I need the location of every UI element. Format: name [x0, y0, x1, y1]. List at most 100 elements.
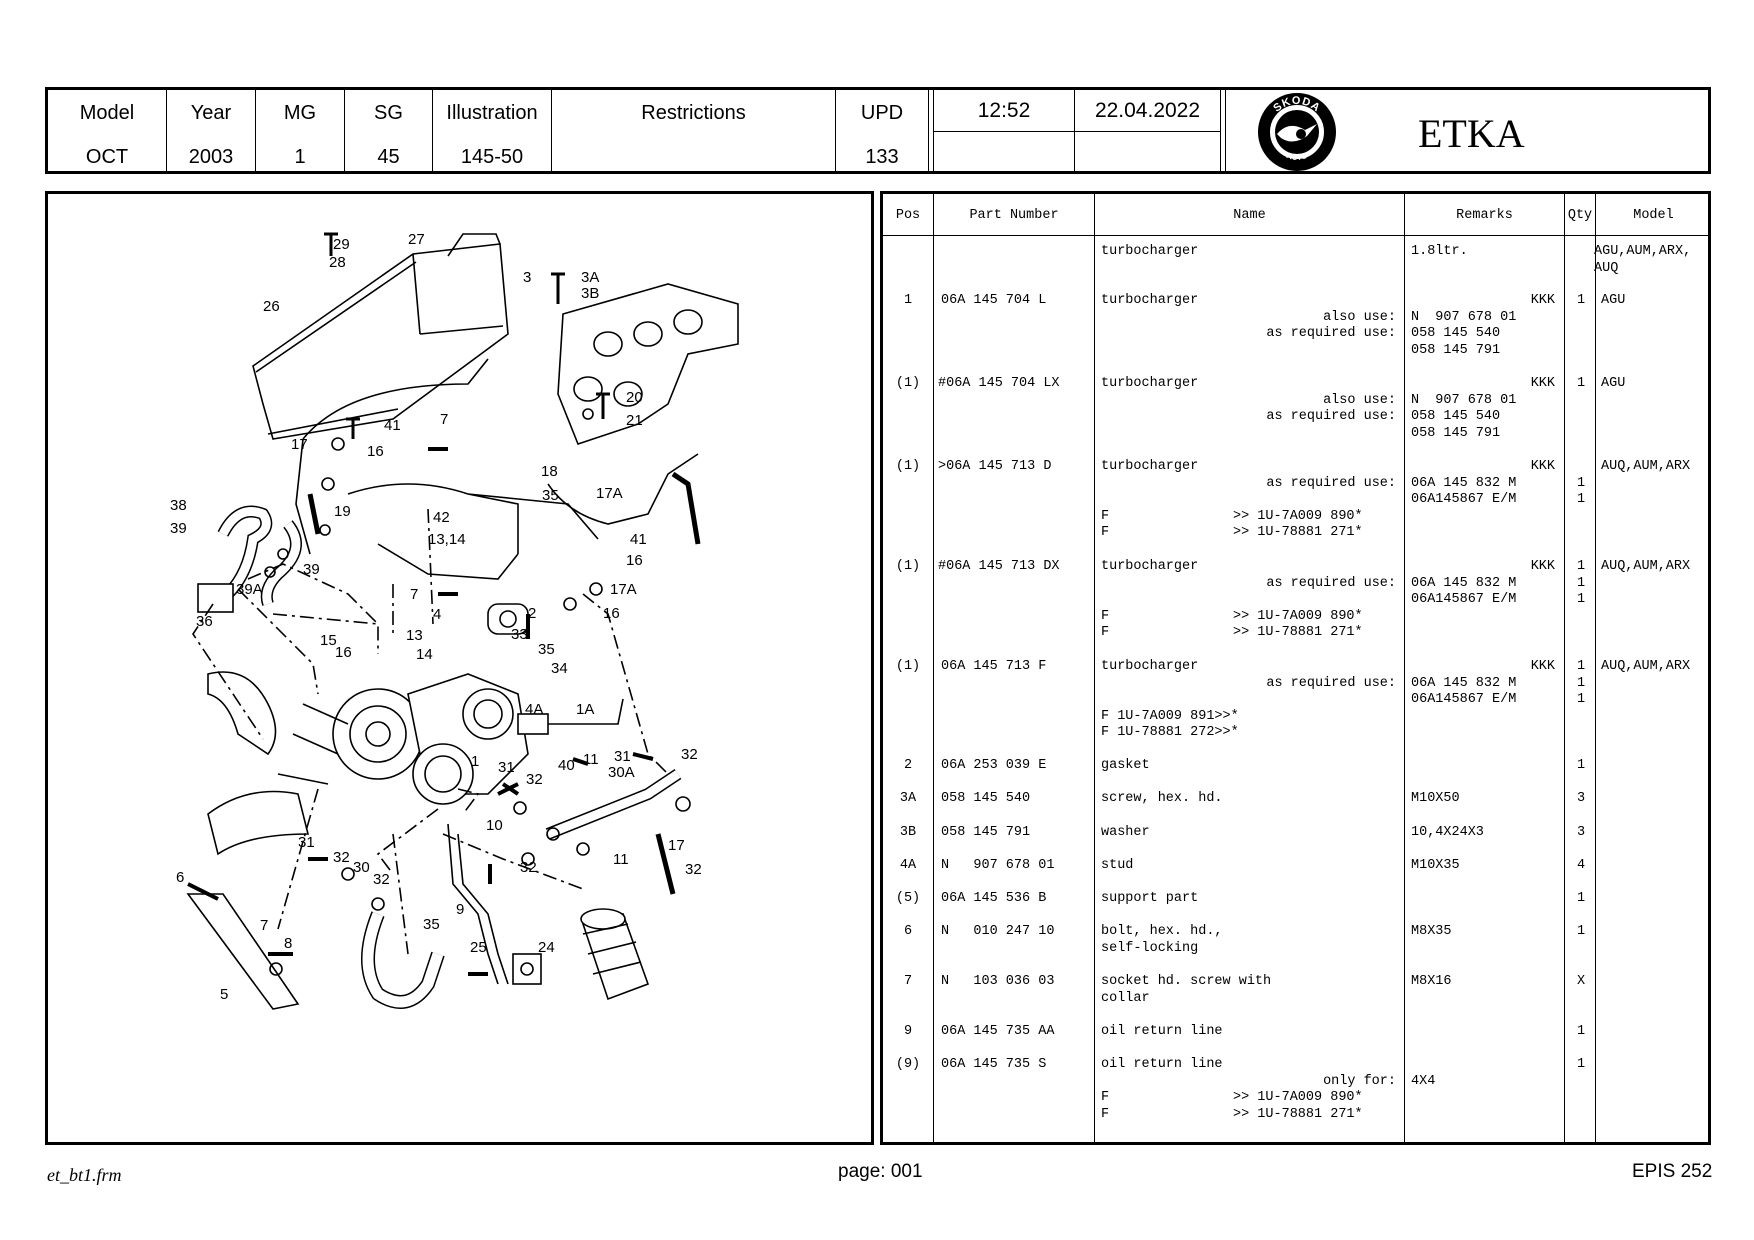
part-remarks: 1.8ltr. [1411, 244, 1468, 259]
part-number: 058 145 540 [941, 791, 1031, 806]
callout-label: 7 [260, 917, 268, 934]
part-pos: (5) [895, 891, 921, 906]
header-sg-cell: SG 45 [345, 90, 433, 171]
header-label: UPD [860, 102, 904, 124]
callout-label: 3 [523, 269, 531, 286]
part-name: oil return line [1101, 1024, 1223, 1039]
sub-value: N 907 678 01 [1411, 392, 1517, 408]
callout-label: 7 [440, 411, 448, 428]
callout-label: 3B [581, 285, 599, 302]
skoda-logo-icon: SKODA AUTO [1258, 93, 1336, 171]
part-code: KKK [1530, 459, 1555, 474]
header-date-cell: 22.04.2022 [1075, 90, 1221, 171]
callout-label: 21 [626, 412, 643, 429]
callout-label: 16 [367, 443, 384, 460]
part-remarks: M10X50 [1411, 791, 1460, 806]
callout-label: 9 [456, 901, 464, 918]
column-header-model: Model [1633, 208, 1674, 223]
header-label: SG [374, 102, 403, 124]
part-name: oil return line [1101, 1057, 1223, 1072]
callout-label: 3A [581, 269, 599, 286]
sub-value: 06A145867 E/M [1411, 692, 1517, 707]
note-flag: F [1101, 1106, 1110, 1122]
part-code: KKK [1530, 659, 1555, 674]
callout-label: 28 [329, 254, 346, 271]
note-text: F 1U-7A009 891>>* [1101, 708, 1239, 724]
part-name: screw, hex. hd. [1101, 791, 1223, 806]
part-pos: 9 [903, 1024, 913, 1039]
header-time: 12:52 [934, 90, 1074, 132]
callout-label: 16 [335, 644, 352, 661]
app-name: ETKA [1418, 111, 1525, 156]
callout-label: 11 [613, 851, 629, 868]
callout-label: 13 [406, 627, 423, 644]
callout-label: 7 [410, 586, 418, 603]
part-number: #06A 145 713 DX [938, 559, 1060, 574]
part-name: turbocharger [1101, 376, 1199, 391]
part-pos: 3B [899, 825, 917, 840]
sub-label: as required use: [1266, 409, 1396, 424]
svg-text:SKODA: SKODA [1271, 95, 1322, 115]
part-name: support part [1101, 891, 1199, 906]
callout-label: 25 [470, 939, 487, 956]
callout-label: 17 [291, 436, 308, 453]
callout-label: 31 [614, 748, 631, 765]
sub-qty: 1 [1576, 692, 1586, 707]
header-divider [1221, 90, 1226, 171]
column-header-part-number: Part Number [969, 208, 1059, 223]
callout-label: 32 [526, 771, 543, 788]
callout-label: 32 [520, 859, 537, 876]
header-value: 1 [294, 146, 306, 168]
part-pos: 3A [899, 791, 917, 806]
callout-label: 34 [551, 660, 568, 677]
part-number: N 907 678 01 [941, 858, 1055, 873]
column-divider [1595, 194, 1596, 1142]
callout-label: 2 [528, 605, 536, 622]
sub-value: 06A145867 E/M [1411, 492, 1517, 507]
part-qty: 1 [1576, 293, 1586, 308]
callout-label: 40 [558, 757, 575, 774]
note-flag: F [1101, 1090, 1110, 1105]
header-model-cell: Model OCT [48, 90, 167, 171]
callout-label: 18 [541, 463, 558, 480]
sub-value: 4X4 [1411, 1073, 1436, 1089]
sub-label: as required use: [1266, 675, 1396, 691]
header-year-cell: Year 2003 [167, 90, 256, 171]
part-name: stud [1101, 858, 1134, 873]
callout-label: 17A [596, 485, 623, 502]
part-qty: 1 [1576, 758, 1586, 773]
callout-label: 6 [176, 869, 184, 886]
callout-label: 35 [423, 916, 440, 933]
part-name-cont: collar [1101, 990, 1150, 1006]
sub-value: 058 145 791 [1411, 425, 1501, 441]
sub-label: as required use: [1266, 326, 1396, 341]
part-pos: (9) [895, 1057, 921, 1072]
sub-qty: 1 [1576, 675, 1586, 691]
callout-label: 27 [408, 231, 425, 248]
callout-label: 1A [576, 701, 594, 718]
part-model: AUQ,AUM,ARX [1601, 659, 1691, 674]
part-number: 06A 145 536 B [941, 891, 1047, 906]
sub-label: as required use: [1266, 475, 1396, 491]
part-qty: 1 [1576, 1057, 1586, 1072]
callout-label: 32 [373, 871, 390, 888]
column-divider [933, 194, 934, 1142]
part-number: 058 145 791 [941, 825, 1031, 840]
header-illustration-cell: Illustration 145-50 [433, 90, 552, 171]
header-value: 2003 [188, 146, 234, 168]
note-value: >> 1U-7A009 890* [1233, 1090, 1363, 1105]
header-date: 22.04.2022 [1075, 90, 1220, 132]
page-number: page: 001 [838, 1161, 923, 1182]
header-label: Year [190, 102, 232, 124]
logo-text-bottom: AUTO [1285, 151, 1308, 162]
logo-text-top: SKODA [1271, 95, 1321, 115]
sub-value: 058 145 540 [1411, 326, 1501, 341]
callout-label: 4A [525, 701, 543, 718]
header-divider [883, 235, 1708, 236]
part-name: turbocharger [1101, 293, 1199, 308]
part-model: AUQ,AUM,ARX [1601, 559, 1691, 574]
header-value: 133 [865, 146, 899, 168]
part-name: gasket [1101, 758, 1150, 773]
sub-value: 06A 145 832 M [1411, 575, 1517, 591]
